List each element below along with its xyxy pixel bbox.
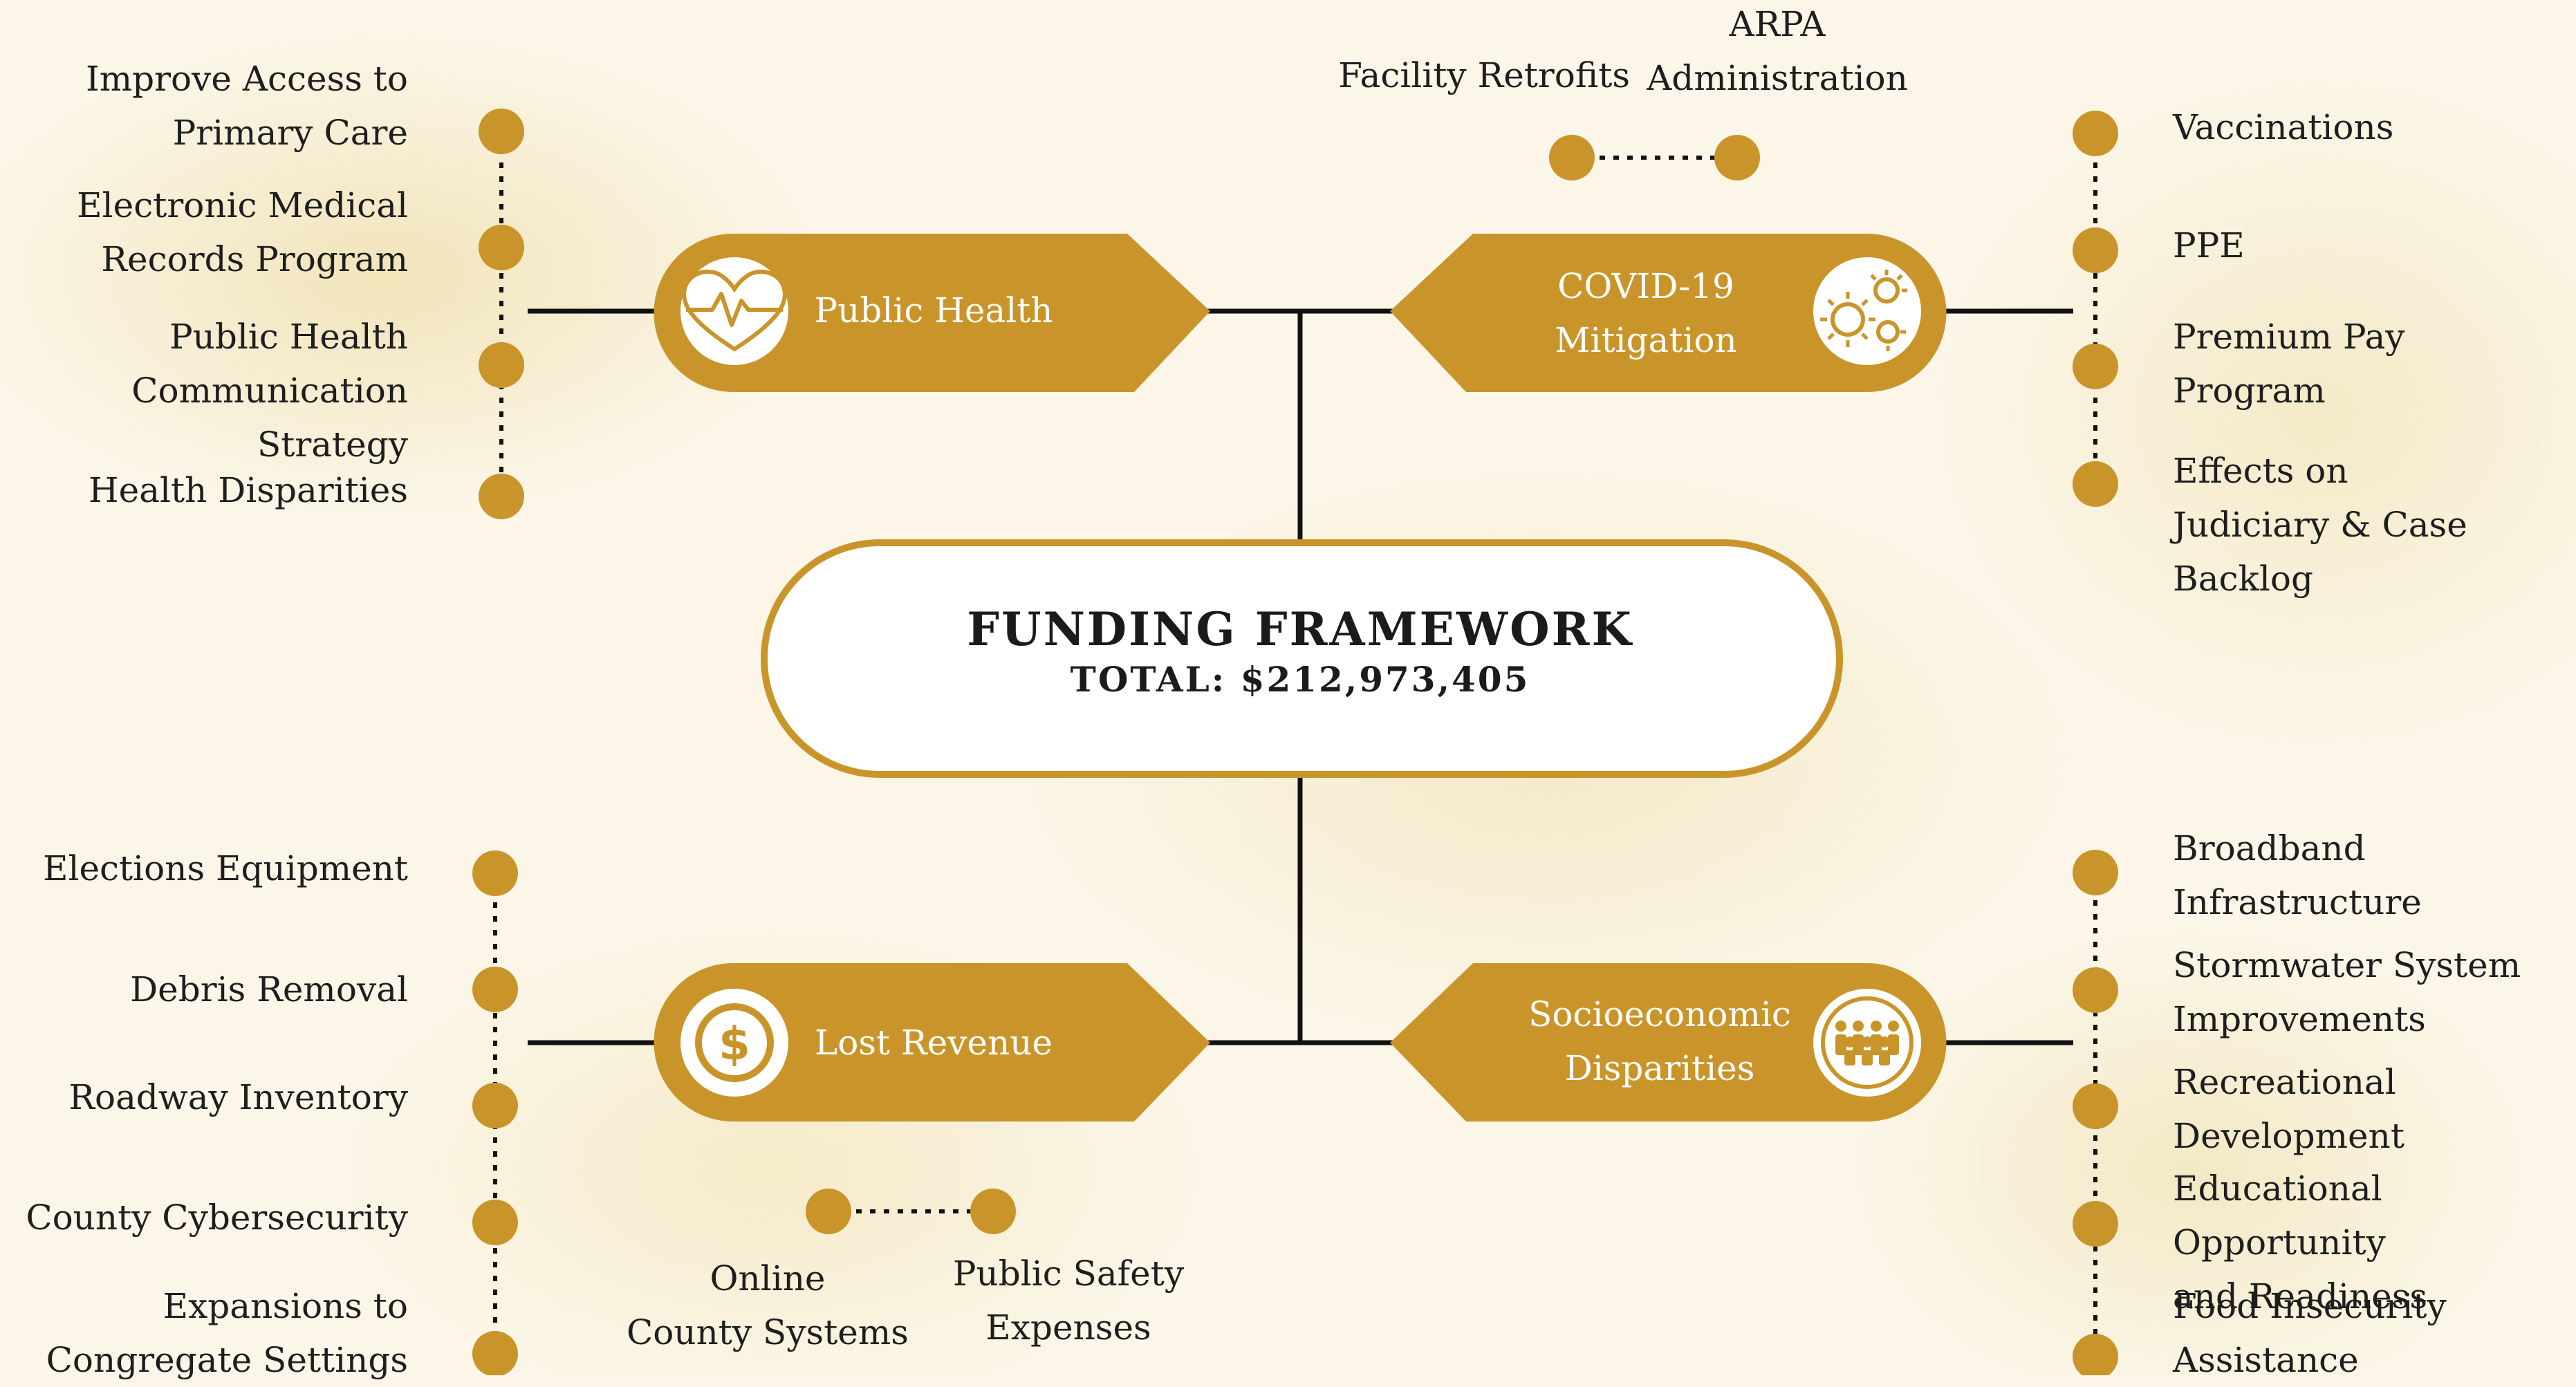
public-health-item-3: Public Health Communication Strategy xyxy=(131,317,408,465)
banner-label-covid: COVID-19 Mitigation xyxy=(1555,266,1737,360)
lost-revenue-item-5: Expansions to Congregate Settings xyxy=(46,1286,408,1380)
banner-public-health xyxy=(654,234,1210,392)
lost-revenue-bottom-item-public-safety-expenses: Public Safety Expenses xyxy=(952,1254,1185,1348)
dot-socioeconomic-5 xyxy=(2073,1334,2118,1375)
covid-item-3: Premium Pay Program xyxy=(2173,317,2405,411)
dot-lost-revenue-1 xyxy=(472,850,518,896)
covid-item-4: Effects on Judiciary & Case Backlog xyxy=(2173,451,2467,599)
dot-public-health-3 xyxy=(479,342,524,388)
public-health-item-2: Electronic Medical Records Program xyxy=(77,185,408,279)
dot-covid-3 xyxy=(2073,344,2118,389)
dot-socioeconomic-3 xyxy=(2073,1083,2118,1129)
dot-facility-retrofits xyxy=(1549,135,1595,180)
public-health-item-4: Health Disparities xyxy=(89,470,408,510)
heart-pulse-icon xyxy=(680,257,788,365)
funding-framework-total: TOTAL: $212,973,405 xyxy=(1070,659,1530,700)
virus-icon xyxy=(1813,257,1921,365)
lost-revenue-item-4: County Cybersecurity xyxy=(26,1198,408,1238)
public-health-item-1: Improve Access to Primary Care xyxy=(85,59,408,153)
covid-top-item-facility-retrofits: Facility Retrofits xyxy=(1338,55,1630,95)
dot-public-health-4 xyxy=(479,474,524,519)
banner-label-lost-revenue: Lost Revenue xyxy=(814,1023,1053,1063)
banner-lost-revenue xyxy=(654,963,1210,1121)
covid-top-item-arpa-administration: ARPA Administration xyxy=(1647,4,1908,98)
dot-public-health-2 xyxy=(479,225,524,270)
lost-revenue-item-1: Elections Equipment xyxy=(42,848,408,888)
lost-revenue-item-3: Roadway Inventory xyxy=(68,1077,408,1117)
dot-lost-revenue-3 xyxy=(472,1083,518,1128)
socioeconomic-item-2: Stormwater System Improvements xyxy=(2173,945,2521,1039)
lost-revenue-item-2: Debris Removal xyxy=(130,969,408,1009)
covid-item-2: PPE xyxy=(2173,225,2245,266)
dot-socioeconomic-1 xyxy=(2073,850,2118,895)
people-group-icon xyxy=(1813,989,1921,1097)
dot-public-safety-expenses xyxy=(970,1189,1016,1234)
dot-lost-revenue-4 xyxy=(472,1200,518,1245)
banner-label-public-health: Public Health xyxy=(814,290,1053,331)
dot-covid-1 xyxy=(2073,111,2118,156)
socioeconomic-item-3: Recreational Development xyxy=(2173,1062,2404,1156)
socioeconomic-item-4: Educational Opportunity and Readiness xyxy=(2173,1169,2428,1316)
dollar-coin-icon: $ xyxy=(680,989,788,1097)
dot-socioeconomic-4 xyxy=(2073,1201,2118,1247)
dot-covid-4 xyxy=(2073,461,2118,507)
lost-revenue-bottom-item-online-county-systems: Online County Systems xyxy=(627,1258,909,1352)
dot-socioeconomic-2 xyxy=(2073,967,2118,1013)
socioeconomic-item-5: Food Insecurity Assistance xyxy=(2173,1286,2447,1380)
funding-framework-title: FUNDING FRAMEWORK xyxy=(967,602,1633,656)
banner-label-socioeconomic: Socioeconomic Disparities xyxy=(1528,994,1791,1088)
dot-covid-2 xyxy=(2073,227,2118,273)
banner-covid xyxy=(1390,234,1947,392)
center-pill xyxy=(761,539,1843,778)
socioeconomic-item-1: Broadband Infrastructure xyxy=(2173,828,2422,922)
dot-public-health-1 xyxy=(479,109,524,154)
dot-lost-revenue-5 xyxy=(472,1331,518,1375)
banner-socioeconomic xyxy=(1390,963,1947,1121)
svg-text:$: $ xyxy=(719,1017,750,1070)
dot-arpa-administration xyxy=(1714,135,1760,180)
dot-online-county-systems xyxy=(806,1189,851,1234)
dot-lost-revenue-2 xyxy=(472,967,518,1012)
covid-item-1: Vaccinations xyxy=(2173,107,2394,147)
